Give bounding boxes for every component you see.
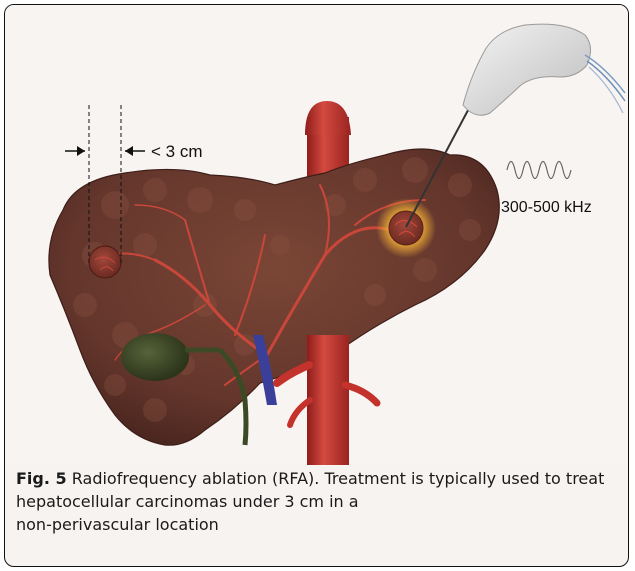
rfa-probe-handle <box>463 24 625 115</box>
frequency-label: 300-500 kHz <box>501 199 592 216</box>
gallbladder <box>121 333 189 381</box>
caption-label: Fig. 5 <box>16 469 67 488</box>
small-tumor <box>89 246 121 278</box>
liver-ablation-svg: < 3 cm 300-500 kHz <box>5 5 629 465</box>
rfa-illustration: < 3 cm 300-500 kHz <box>5 5 629 465</box>
rf-wave-icon <box>507 162 571 179</box>
size-label: < 3 cm <box>151 142 203 161</box>
aorta-lower <box>307 335 349 465</box>
ablated-tumor <box>389 211 423 245</box>
caption-text-line3: non-perivascular location <box>16 515 219 534</box>
figure-caption: Fig. 5 Radiofrequency ablation (RFA). Tr… <box>16 467 616 536</box>
aorta-arch <box>305 101 351 135</box>
figure-panel: < 3 cm 300-500 kHz Fig. 5 Radiofrequency <box>4 4 629 567</box>
caption-text: Radiofrequency ablation (RFA). Treatment… <box>16 469 604 511</box>
